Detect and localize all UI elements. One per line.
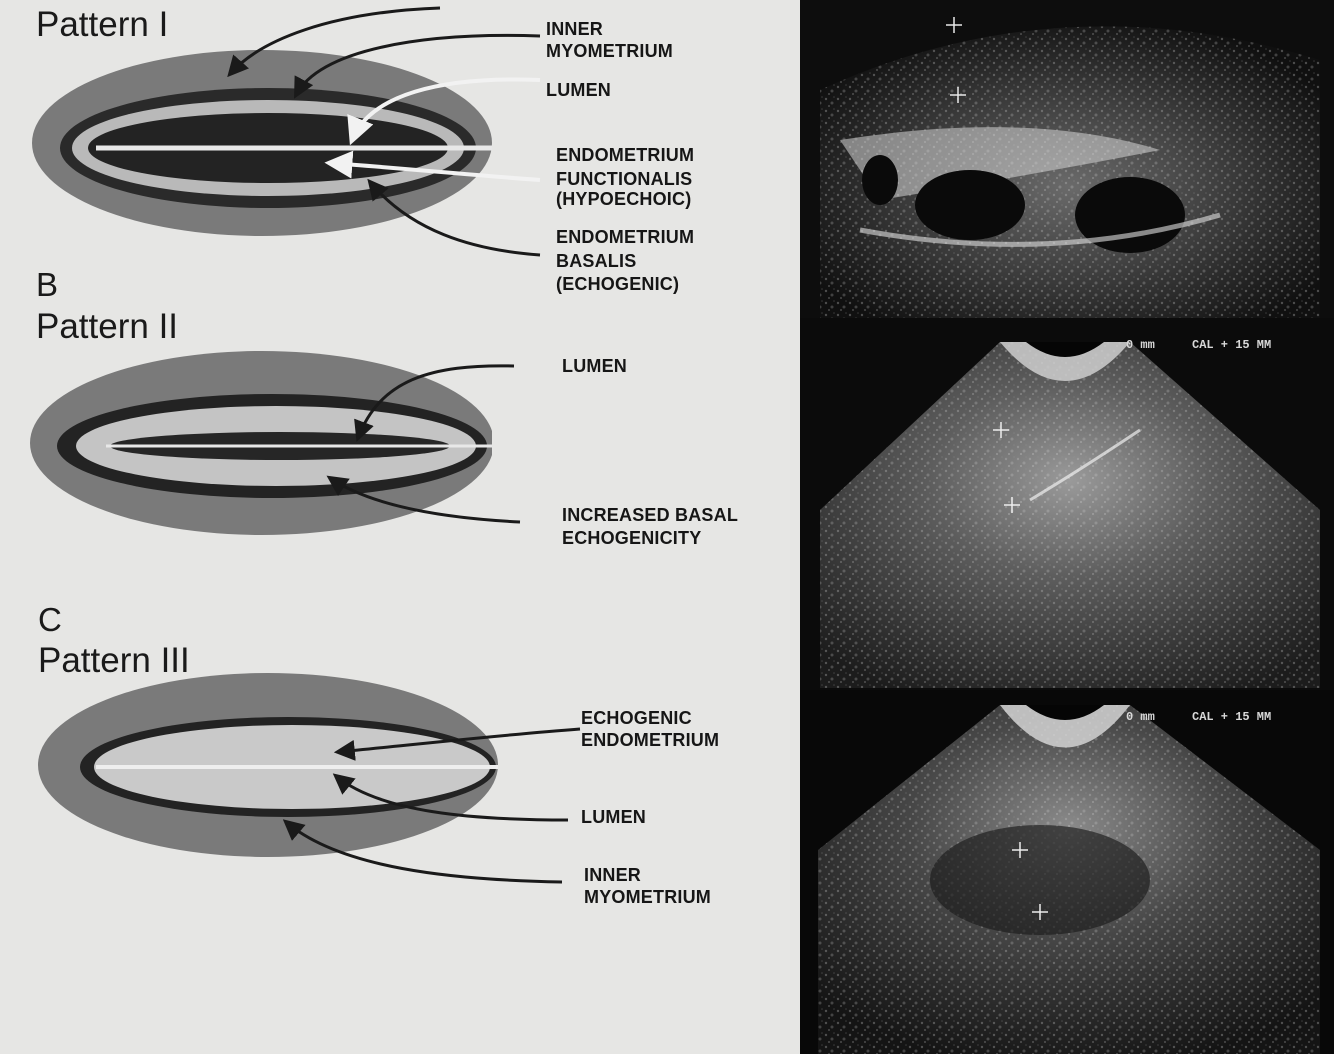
scan-3-cal-label: CAL + 15 MM xyxy=(1192,710,1271,724)
label-basalis-2: BASALIS xyxy=(556,251,636,271)
label-inner-c-1: INNER xyxy=(584,865,641,885)
panel-b-letter: B xyxy=(36,266,58,303)
uterus-diagram-c xyxy=(38,673,498,857)
panel-b: B Pattern II LUMEN INCREASED BASAL ECHOG… xyxy=(30,266,738,548)
label-basalis-1: ENDOMETRIUM xyxy=(556,227,694,247)
panel-a-title: Pattern I xyxy=(36,5,168,44)
uterus-diagram-a xyxy=(32,50,492,236)
label-basalis-3: (ECHOGENIC) xyxy=(556,274,679,294)
schematic-panel: Pattern I INNER MYOMETRIUM LUMEN ENDOMET… xyxy=(0,0,800,1054)
panel-c-letter: C xyxy=(38,601,62,638)
panel-c: C Pattern III ECHOGENIC ENDOMETRIUM LUME… xyxy=(38,601,719,907)
scan-1-hypoechoic-region-3 xyxy=(862,155,898,205)
ultrasound-scan-3: 0 mm CAL + 15 MM xyxy=(800,690,1334,1054)
label-echogenic-2: ENDOMETRIUM xyxy=(581,730,719,750)
label-inner-c-2: MYOMETRIUM xyxy=(584,887,711,907)
label-basal-2: ECHOGENICITY xyxy=(562,528,701,548)
label-lumen-b: LUMEN xyxy=(562,356,627,376)
label-echogenic-1: ECHOGENIC xyxy=(581,708,692,728)
label-lumen-c: LUMEN xyxy=(581,807,646,827)
label-lumen-a: LUMEN xyxy=(546,80,611,100)
scan-2-depth-label: 0 mm xyxy=(1126,338,1155,352)
label-functionalis-2: FUNCTIONALIS xyxy=(556,169,692,189)
panel-b-title: Pattern II xyxy=(36,307,178,346)
scan-3-depth-label: 0 mm xyxy=(1126,710,1155,724)
scan-1-hypoechoic-region xyxy=(915,170,1025,240)
label-inner-a-2: MYOMETRIUM xyxy=(546,41,673,61)
uterus-diagram-b xyxy=(30,351,494,535)
label-inner-a-1: INNER xyxy=(546,19,603,39)
label-functionalis-3: (HYPOECHOIC) xyxy=(556,189,691,209)
label-functionalis-1: ENDOMETRIUM xyxy=(556,145,694,165)
ultrasound-panel: 0 mm CAL + 15 MM 0 mm CAL + 15 MM xyxy=(800,0,1334,1054)
ultrasound-scan-1 xyxy=(800,0,1334,318)
label-basal-1: INCREASED BASAL xyxy=(562,505,738,525)
panel-a: Pattern I INNER MYOMETRIUM LUMEN ENDOMET… xyxy=(32,5,694,294)
ultrasound-scan-2: 0 mm CAL + 15 MM xyxy=(800,322,1334,688)
panel-c-title: Pattern III xyxy=(38,641,190,680)
scan-2-cal-label: CAL + 15 MM xyxy=(1192,338,1271,352)
